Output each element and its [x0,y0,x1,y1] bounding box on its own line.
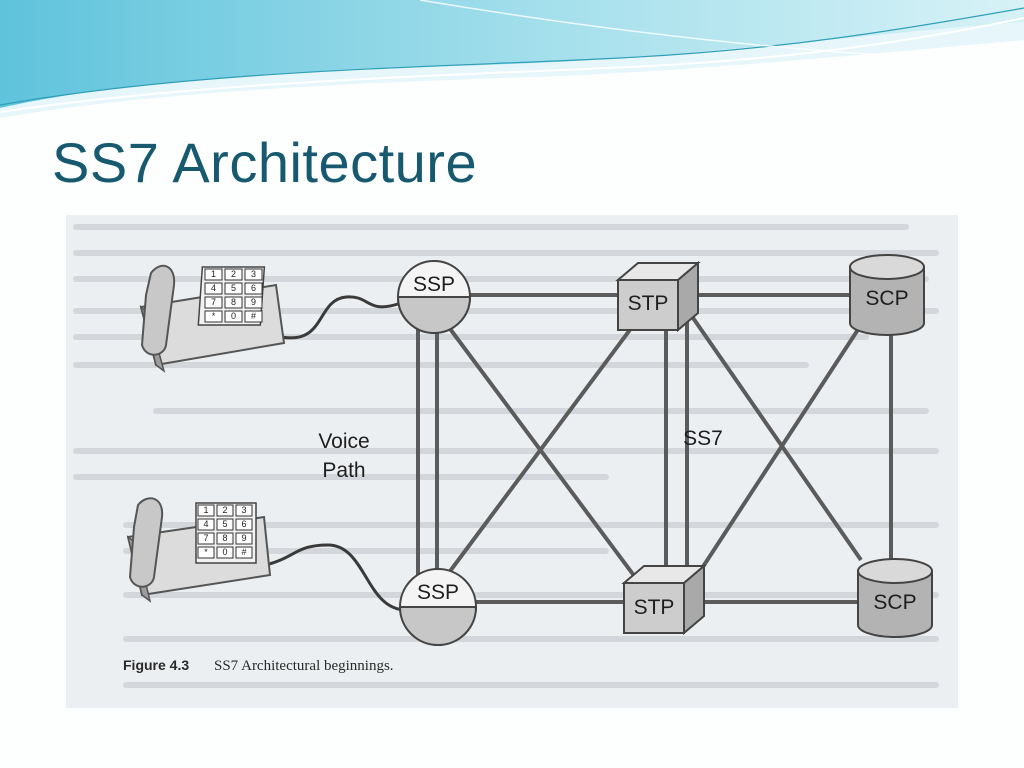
keypad-bottom-key [235,518,253,531]
figure-caption-text: SS7 Architectural beginnings. [214,658,394,674]
keypad-top-key [244,282,263,295]
keypad-top-key-label: 1 [211,269,216,279]
header-wave-decoration [0,0,1024,118]
keypad-bottom-key [216,532,234,545]
ssp-node-bottom: SSP [398,568,478,646]
keypad-bottom-key [197,546,215,559]
keypad-bottom-key-label: 0 [222,547,227,557]
ssp-top-label: SSP [413,273,455,296]
keypad-top-key-label: * [212,311,216,321]
keypad-bottom-key [197,532,215,545]
keypad-bottom-key-label: 2 [222,505,227,515]
keypad-top-key [204,282,223,295]
keypad-top-key [204,268,223,281]
ssp-bottom-stp-top-link [434,313,643,592]
keypad-bottom-key [216,518,234,531]
keypad-top-keys: 1 2 3 4 5 6 7 8 9 * 0 # [204,268,263,323]
keypad-top-key-label: 0 [231,311,236,321]
keypad-top-key [244,268,263,281]
stp-node-top: STP [615,260,701,333]
slide-title: SS7 Architecture [52,131,478,194]
keypad-bottom-key-label: # [241,547,246,557]
keypad-bottom-key-label: 3 [241,505,246,515]
keypad-bottom-key-label: 1 [203,505,208,515]
keypad-top-key-label: 5 [231,283,236,293]
stp-bottom-scp-top-link [689,323,863,587]
scp-node-top: SCP [849,254,925,336]
keypad-bottom-key [235,504,253,517]
keypad-bottom-key-label: 6 [241,519,246,529]
stp-top-label: STP [628,292,669,315]
stp-top-scp-bottom-link [689,313,863,562]
keypad-top-key-label: 3 [251,269,256,279]
ss7-links [416,293,893,604]
keypad-bottom-key [197,504,215,517]
scp-top-label: SCP [865,287,908,310]
keypad-top-key [224,296,243,309]
keypad-top-key [224,282,243,295]
keypad-top-key [244,310,263,323]
voice-path-cords [265,295,407,612]
keypad-top-key [224,310,243,323]
keypad-bottom-key [197,518,215,531]
keypad-bottom-key-label: 5 [222,519,227,529]
keypad-bottom-key-label: * [204,547,208,557]
stp-node-bottom: STP [621,563,707,636]
stp-bottom-label: STP [634,596,675,619]
ssp-node-top: SSP [396,260,472,334]
scp-bottom-label: SCP [873,591,916,614]
keypad-top-key-label: 8 [231,297,236,307]
scp-node-bottom: SCP [857,558,933,638]
keypad-top-key-label: 9 [251,297,256,307]
keypad-top-key-label: # [251,311,256,321]
keypad-top-key-label: 4 [211,283,216,293]
keypad-top-key-label: 7 [211,297,216,307]
figure-caption-label: Figure 4.3 [123,657,189,673]
keypad-top-key [224,268,243,281]
keypad-top-key-label: 6 [251,283,256,293]
ss7-architecture-figure: 1 2 3 4 5 6 7 8 9 * 0 # 1 2 3 4 5 6 7 8 9 * 0 # SSP SSP [66,215,958,708]
keypad-bottom-key [216,504,234,517]
keypad-top-key [204,310,223,323]
keypad-bottom-key [235,546,253,559]
keypad-top-key-label: 2 [231,269,236,279]
keypad-top-key [204,296,223,309]
ss7-network-label: SS7 [683,427,723,450]
ssp-top-stp-bottom-link [434,308,643,587]
keypad-bottom-key-label: 9 [241,533,246,543]
keypad-bottom-key [235,532,253,545]
keypad-bottom-key-label: 8 [222,533,227,543]
keypad-bottom-keys: 1 2 3 4 5 6 7 8 9 * 0 # [197,504,253,559]
figure-background [66,215,958,708]
keypad-bottom-key-label: 7 [203,533,208,543]
voice-path-label-line1: Voice [318,430,369,453]
ssp-bottom-label: SSP [417,581,459,604]
keypad-bottom-key [216,546,234,559]
keypad-top-key [244,296,263,309]
voice-path-label-line2: Path [322,459,365,482]
keypad-bottom-key-label: 4 [203,519,208,529]
